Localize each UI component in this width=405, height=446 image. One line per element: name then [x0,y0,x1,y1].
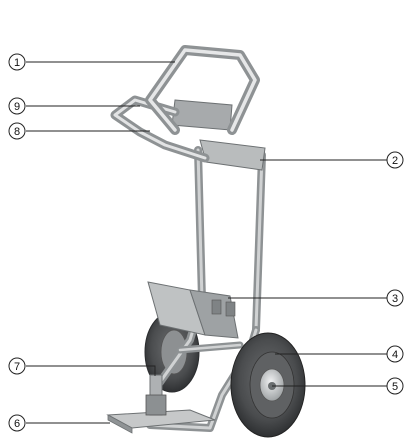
leader-7 [26,366,155,376]
callout-7: 7 [9,358,25,374]
callout-1-number: 1 [14,57,20,69]
handle-bracket [172,100,265,170]
callout-6: 6 [9,415,25,431]
right-wheel [231,333,305,437]
callout-9: 9 [9,98,25,114]
callout-8-number: 8 [14,126,20,138]
callout-4: 4 [387,346,403,362]
callout-7-number: 7 [14,361,20,373]
callout-2: 2 [387,152,403,168]
callout-3: 3 [387,290,403,306]
callout-8: 8 [9,123,25,139]
callout-3-number: 3 [392,293,398,305]
callout-4-number: 4 [392,349,398,361]
callout-2-number: 2 [392,155,398,167]
callout-6-number: 6 [14,418,20,430]
callout-5: 5 [387,378,403,394]
callout-9-number: 9 [14,101,20,113]
cart-illustration [108,50,305,437]
callout-5-number: 5 [392,381,398,393]
callout-1: 1 [9,54,25,70]
